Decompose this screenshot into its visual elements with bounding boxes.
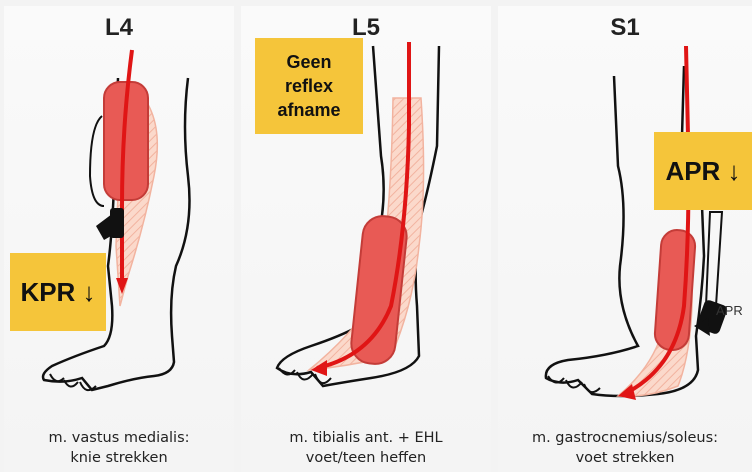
reflex-hammer-icon (96, 208, 124, 240)
patella-outline (90, 116, 104, 206)
nerve-arrowhead (116, 278, 128, 294)
hammer-label: APR (716, 303, 743, 318)
muscle-caption: m. vastus medialis: knie strekken (4, 428, 234, 468)
caption-line-2: voet/teen heffen (241, 448, 491, 468)
leg-diagram-l4 (4, 6, 234, 472)
reflex-badge: APR ↓ (654, 132, 752, 210)
gastrocnemius-muscle (654, 229, 696, 351)
muscle-caption: m. tibialis ant. + EHL voet/teen heffen (241, 428, 491, 468)
badge-line: reflex (285, 74, 333, 98)
panel-l4: L4 KPR ↓ m. vastus medialis: knie strekk… (4, 6, 234, 472)
reflex-badge: KPR ↓ (10, 253, 106, 331)
panel-l5: L5 Geen reflex afname m. tibialis ant. +… (241, 6, 491, 472)
leg-diagram-s1 (498, 6, 752, 472)
segment-title: S1 (498, 14, 752, 42)
reflex-badge: Geen reflex afname (255, 38, 363, 134)
badge-line: Geen (286, 50, 331, 74)
caption-line-2: voet strekken (498, 448, 752, 468)
caption-line-2: knie strekken (4, 448, 234, 468)
caption-line-1: m. vastus medialis: (4, 428, 234, 448)
toes-outline (548, 376, 600, 392)
caption-line-1: m. gastrocnemius/soleus: (498, 428, 752, 448)
panel-s1: S1 APR ↓ APR m. gastrocnemius/soleus: vo… (498, 6, 752, 472)
tibialis-anterior-muscle (349, 214, 408, 366)
badge-line: afname (277, 98, 340, 122)
muscle-caption: m. gastrocnemius/soleus: voet strekken (498, 428, 752, 468)
caption-line-1: m. tibialis ant. + EHL (241, 428, 491, 448)
segment-title: L4 (4, 14, 234, 42)
